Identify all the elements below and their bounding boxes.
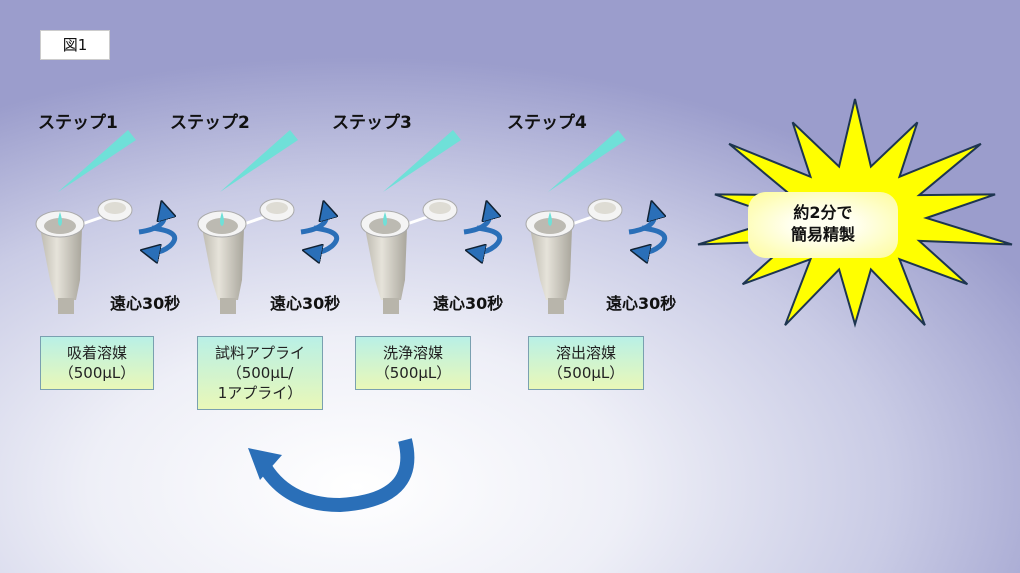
reagent-box-3: 洗浄溶媒 （500μL） xyxy=(355,336,471,390)
reagent-box-2: 試料アプライ （500μL/ 1アプライ） xyxy=(197,336,323,410)
burst-line-1: 約2分で xyxy=(793,203,853,222)
centrifuge-label-3: 遠心30秒 xyxy=(433,294,504,313)
droplet-icon xyxy=(58,212,62,226)
burst-label: 約2分で 簡易精製 xyxy=(748,192,898,258)
rotate-arrow-icon xyxy=(629,210,667,252)
reagent-volume: （500μL/ xyxy=(226,364,294,382)
spin-column-icon xyxy=(360,198,458,314)
spin-column-icon xyxy=(35,198,133,314)
return-arrow-icon xyxy=(255,438,415,513)
step-label-4: ステップ4 xyxy=(507,113,587,133)
return-arrow-head xyxy=(248,448,282,480)
reagent-box-1: 吸着溶媒 （500μL） xyxy=(40,336,154,390)
rotate-arrow-icon xyxy=(301,210,339,252)
droplet-icon xyxy=(548,212,552,226)
figure-label: 図1 xyxy=(40,30,110,60)
rotate-arrow-icon xyxy=(464,210,502,252)
reagent-volume: （500μL） xyxy=(58,364,136,382)
reagent-box-4: 溶出溶媒 （500μL） xyxy=(528,336,644,390)
reagent-volume: （500μL） xyxy=(547,364,625,382)
step-label-1: ステップ1 xyxy=(38,113,118,133)
rotate-arrow-icon xyxy=(139,210,177,252)
centrifuge-label-1: 遠心30秒 xyxy=(110,294,181,313)
reagent-name: 吸着溶媒 xyxy=(66,344,127,362)
reagent-name: 試料アプライ xyxy=(214,344,305,362)
pipette-tip-icon xyxy=(220,130,298,192)
burst-line-2: 簡易精製 xyxy=(790,225,855,244)
reagent-name: 洗浄溶媒 xyxy=(382,344,443,362)
reagent-volume-note: 1アプライ） xyxy=(217,384,303,402)
spin-column-icon xyxy=(197,198,295,314)
step-label-2: ステップ2 xyxy=(170,113,250,133)
centrifuge-label-4: 遠心30秒 xyxy=(606,294,677,313)
reagent-volume: （500μL） xyxy=(374,364,452,382)
pipette-tip-icon xyxy=(383,130,461,192)
step-label-3: ステップ3 xyxy=(332,113,412,133)
centrifuge-label-2: 遠心30秒 xyxy=(270,294,341,313)
pipette-tip-icon xyxy=(548,130,626,192)
reagent-name: 溶出溶媒 xyxy=(555,344,616,362)
droplet-icon xyxy=(220,212,224,226)
droplet-icon xyxy=(383,212,387,226)
pipette-tip-icon xyxy=(58,130,136,192)
